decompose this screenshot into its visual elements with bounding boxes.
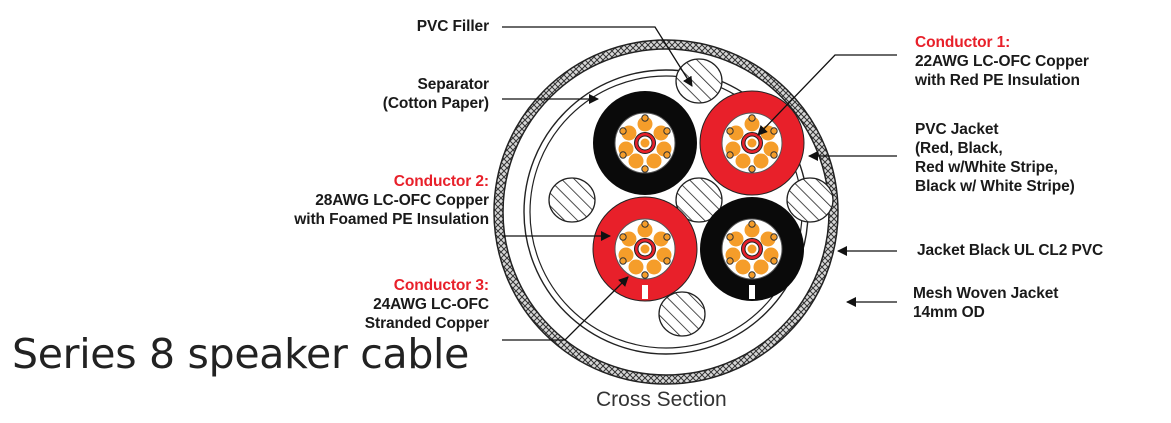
callout-text: (Red, Black, [915, 140, 1003, 157]
core-top-right [699, 90, 805, 196]
callout-heading: Conductor 1: [915, 34, 1011, 51]
leader-pvc-filler [502, 26, 693, 87]
pvc-filler-top [675, 58, 723, 104]
callout-text: PVC Filler [416, 18, 489, 35]
callout-text: with Red PE Insulation [915, 72, 1080, 89]
core-bottom-right [700, 197, 804, 301]
leader-conductor-1 [757, 54, 897, 136]
callout-text: Red w/White Stripe, [915, 159, 1058, 176]
core-top-left [593, 91, 697, 195]
callout-pvc-filler: PVC Filler [417, 17, 489, 36]
pvc-filler-right [786, 177, 834, 223]
callout-text: (Cotton Paper) [382, 95, 489, 112]
callout-text: 24AWG LC-OFC [373, 296, 489, 313]
callout-text: Separator [417, 76, 490, 93]
core-bottom-left [592, 196, 698, 302]
diagram-caption: Cross Section [596, 388, 727, 411]
pvc-filler-center [675, 177, 723, 223]
callout-pvc-jacket: PVC Jacket (Red, Black, Red w/White Stri… [915, 120, 1075, 196]
callout-heading: Conductor 3: [393, 277, 489, 294]
callout-text: 14mm OD [913, 304, 985, 321]
callout-mesh-jacket: Mesh Woven Jacket 14mm OD [913, 284, 1058, 322]
callout-text: Mesh Woven Jacket [913, 285, 1059, 302]
callout-conductor-2: Conductor 2: 28AWG LC-OFC Copper with Fo… [294, 172, 489, 229]
pvc-filler-bottom [658, 291, 706, 337]
callout-text: Jacket Black UL CL2 PVC [917, 242, 1104, 259]
callout-text: 22AWG LC-OFC Copper [915, 53, 1089, 70]
callout-text: Black w/ White Stripe) [915, 178, 1075, 195]
callout-text: PVC Jacket [915, 121, 999, 138]
leader-lines [502, 26, 897, 341]
callout-heading: Conductor 2: [393, 173, 489, 190]
callout-conductor-1: Conductor 1: 22AWG LC-OFC Copper with Re… [915, 33, 1089, 90]
page-title: Series 8 speaker cable [12, 330, 470, 378]
callout-text: Stranded Copper [364, 315, 489, 332]
callout-outer-jacket: Jacket Black UL CL2 PVC [917, 241, 1103, 260]
callout-text: with Foamed PE Insulation [294, 211, 489, 228]
pvc-filler-left [548, 177, 596, 223]
callout-conductor-3: Conductor 3: 24AWG LC-OFC Stranded Coppe… [365, 276, 489, 333]
callout-text: 28AWG LC-OFC Copper [315, 192, 489, 209]
callout-separator: Separator (Cotton Paper) [383, 75, 489, 113]
leader-conductor-3 [502, 276, 629, 341]
